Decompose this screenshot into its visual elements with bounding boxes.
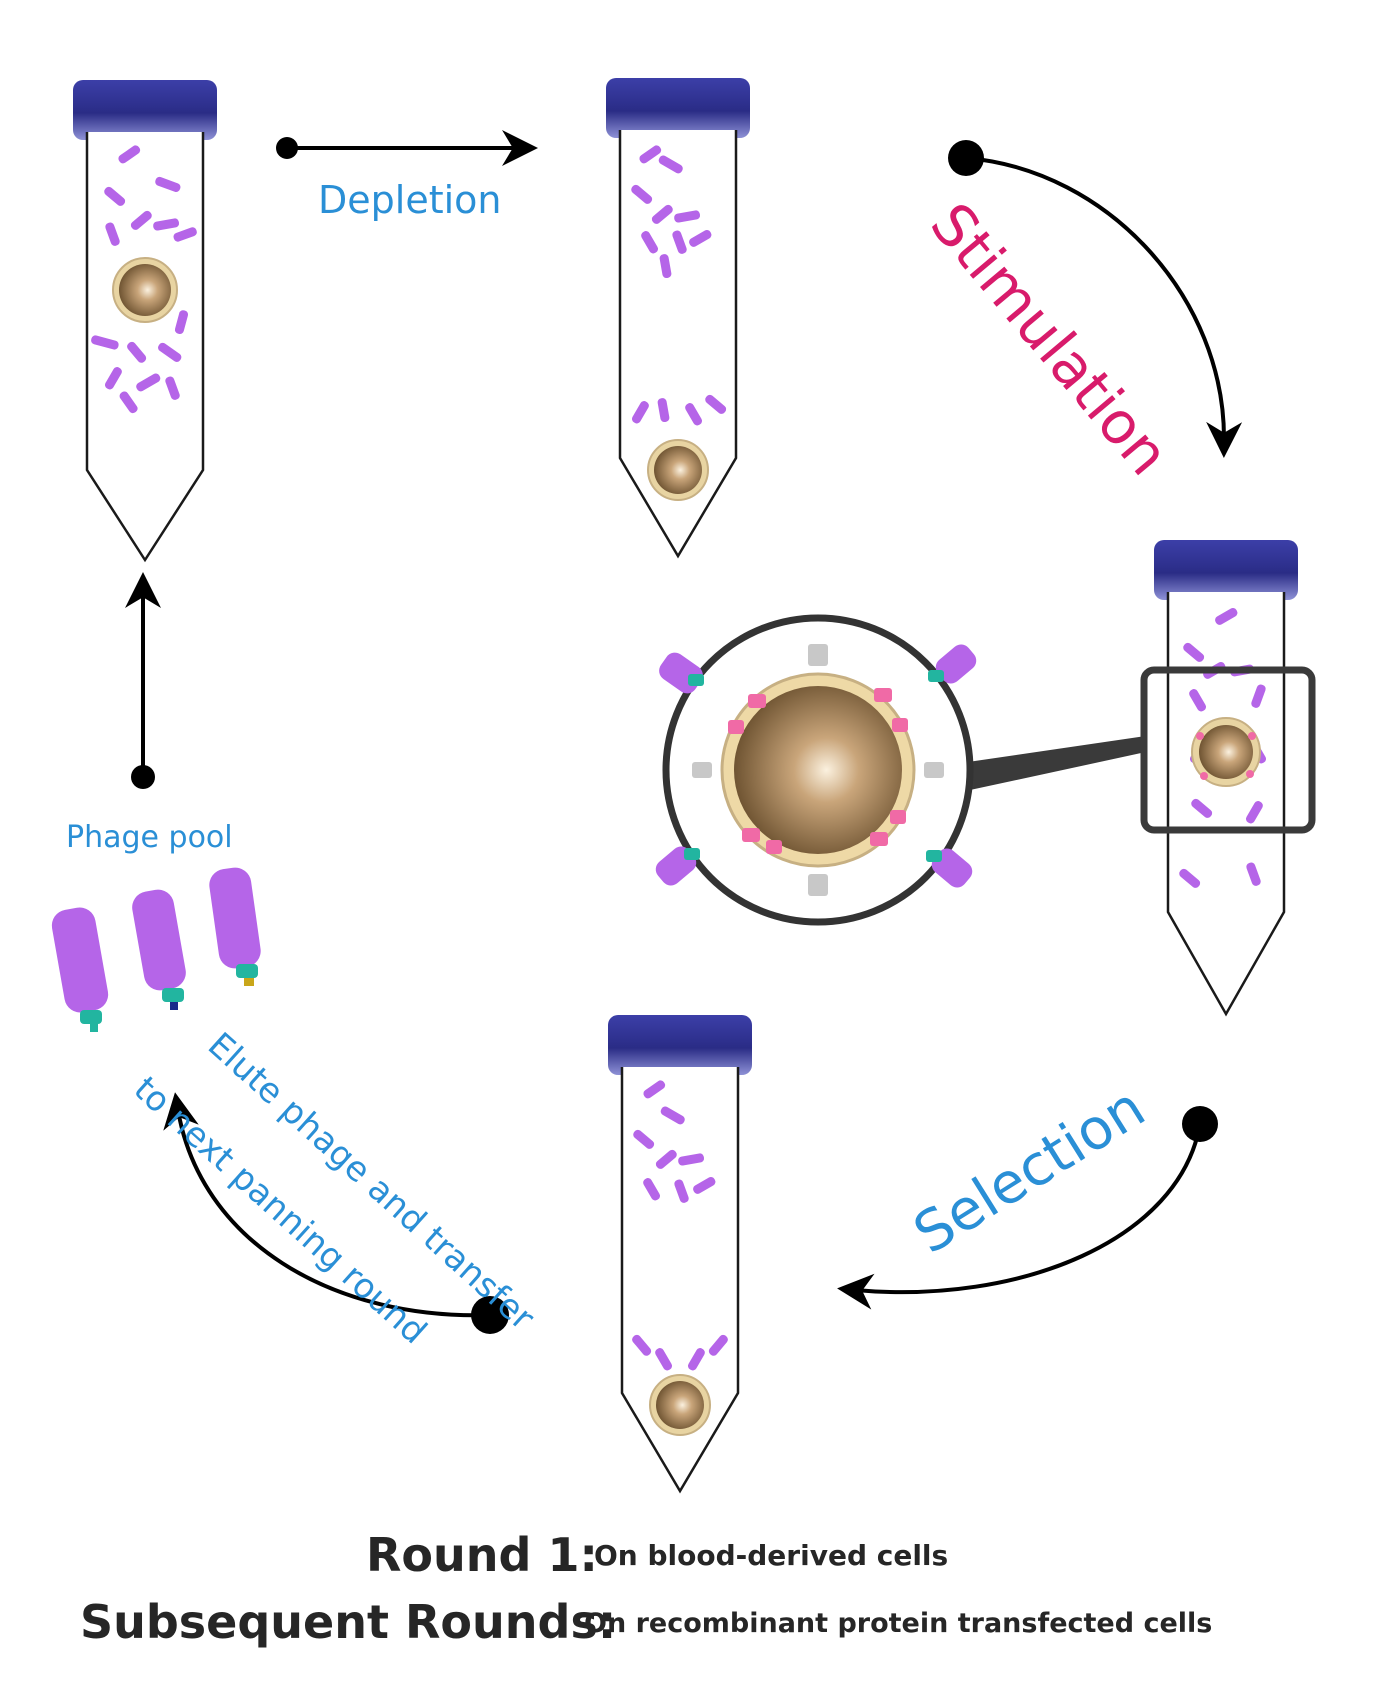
tube-body — [1166, 592, 1286, 1017]
tube-depleted — [606, 78, 750, 559]
tube-cap — [606, 78, 750, 138]
tube-cap — [73, 80, 217, 140]
stimulation-arrow — [948, 140, 1243, 458]
phage-pool-icons — [51, 867, 261, 1032]
tube-start — [73, 80, 217, 563]
phage-pool-label: Phage pool — [66, 820, 233, 855]
zoom-connector — [968, 736, 1146, 790]
cell — [647, 439, 709, 501]
cell — [649, 1374, 711, 1436]
magnified-cell — [720, 672, 916, 868]
stimulation-label: Stimulation — [917, 190, 1182, 488]
receptor-cluster — [728, 688, 908, 854]
return-arrow — [125, 572, 161, 789]
subsequent-description: On recombinant protein transfected cells — [584, 1608, 1212, 1639]
phage-cluster — [632, 1080, 728, 1371]
tube-body — [620, 1067, 740, 1494]
elute-arrow — [163, 1092, 509, 1334]
phage-particle — [132, 889, 186, 991]
phage-cluster — [91, 145, 197, 414]
cell — [112, 257, 178, 323]
membrane-proteins — [692, 644, 944, 896]
footer: Round 1: On blood-derived cells Subseque… — [80, 1528, 1212, 1649]
bound-phage-cluster — [655, 644, 977, 888]
depletion-arrow — [276, 130, 538, 166]
phage-particle — [51, 907, 109, 1013]
tube-selected — [608, 1015, 752, 1494]
tube-cap — [1154, 540, 1298, 600]
depletion-label: Depletion — [318, 178, 502, 222]
round1-title: Round 1: — [366, 1528, 598, 1582]
phage-cluster — [631, 145, 727, 426]
subsequent-title: Subsequent Rounds: — [80, 1595, 616, 1649]
phage-particle — [209, 867, 261, 969]
tube-cap — [608, 1015, 752, 1075]
cell — [1191, 717, 1261, 787]
selection-arrow — [837, 1106, 1218, 1310]
magnified-cell-view — [655, 614, 977, 926]
tube-stimulated — [1140, 540, 1316, 1017]
round1-description: On blood-derived cells — [594, 1539, 948, 1572]
